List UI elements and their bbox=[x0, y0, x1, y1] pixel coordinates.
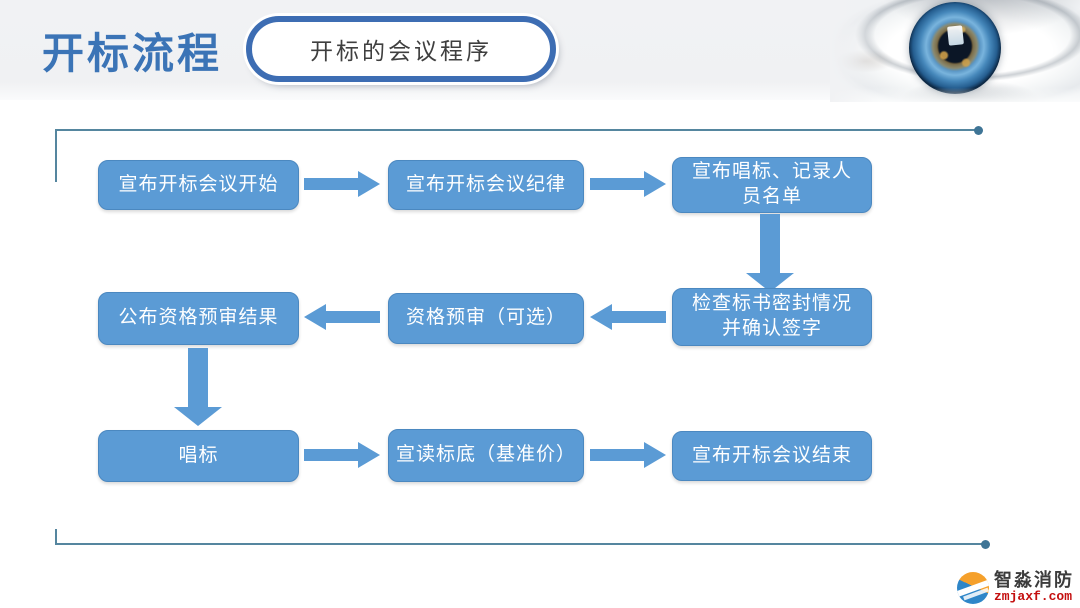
arrow-stem bbox=[326, 311, 380, 323]
arrow-head bbox=[590, 304, 612, 330]
flow-node-bid-reading: 唱标 bbox=[98, 430, 299, 482]
flow-node-label: 唱标 bbox=[178, 444, 219, 466]
arrow-head bbox=[644, 442, 666, 468]
arrow-head bbox=[358, 171, 380, 197]
frame-top-end-dot bbox=[974, 126, 983, 135]
flow-node-announce-meeting-rules: 宣布开标会议纪律 bbox=[388, 160, 584, 210]
arrow-stem bbox=[760, 214, 780, 273]
arrow-down-icon bbox=[746, 214, 794, 292]
flow-node-label: 宣布开标会议纪律 bbox=[405, 173, 566, 195]
frame-top-line bbox=[56, 129, 978, 131]
arrow-stem bbox=[590, 178, 644, 190]
flow-node-publish-prequalification-result: 公布资格预审结果 bbox=[98, 292, 299, 345]
logo-text: 智淼消防 zmjaxf.com bbox=[994, 571, 1074, 604]
page-title: 开标流程 bbox=[42, 30, 223, 77]
zhimiao-logo-icon bbox=[957, 571, 989, 604]
flow-node-label: 公布资格预审结果 bbox=[118, 307, 279, 329]
flow-node-read-base-price: 宣读标底（基准价） bbox=[388, 429, 584, 482]
frame-top-left-tick bbox=[55, 129, 57, 182]
arrow-left-icon bbox=[590, 304, 666, 330]
arrow-head bbox=[746, 273, 794, 292]
frame-bottom-left-tick bbox=[55, 529, 57, 544]
flow-node-label: 宣布开标会议结束 bbox=[691, 444, 852, 466]
brand-logo: 智淼消防 zmjaxf.com bbox=[957, 571, 1074, 604]
flow-node-label: 宣布开标会议开始 bbox=[118, 173, 279, 195]
flow-node-label: 资格预审（可选） bbox=[405, 307, 566, 329]
frame-bottom-line bbox=[55, 543, 986, 545]
arrow-stem bbox=[304, 178, 358, 190]
eye-photo bbox=[830, 0, 1080, 102]
arrow-stem bbox=[304, 449, 358, 461]
subtitle-label: 开标的会议程序 bbox=[310, 39, 492, 64]
brand-website: zmjaxf.com bbox=[994, 589, 1073, 605]
arrow-stem bbox=[612, 311, 666, 323]
header-band: 开标流程 开标的会议程序 bbox=[0, 0, 1080, 102]
flow-node-announce-meeting-start: 宣布开标会议开始 bbox=[98, 160, 299, 210]
eye-photo-fade bbox=[830, 0, 1080, 102]
arrow-head bbox=[174, 407, 222, 426]
arrow-stem bbox=[188, 348, 208, 407]
arrow-head bbox=[304, 304, 326, 330]
flow-node-prequalification-optional: 资格预审（可选） bbox=[388, 293, 584, 344]
arrow-left-icon bbox=[304, 304, 380, 330]
arrow-right-icon bbox=[304, 442, 380, 468]
flow-node-label: 检查标书密封情况 并确认签字 bbox=[691, 293, 852, 339]
arrow-right-icon bbox=[590, 442, 666, 468]
flow-node-announce-recorders: 宣布唱标、记录人 员名单 bbox=[672, 157, 872, 213]
flow-node-label: 宣布唱标、记录人 员名单 bbox=[691, 161, 852, 207]
arrow-right-icon bbox=[304, 171, 380, 197]
frame-bottom-end-dot bbox=[981, 540, 990, 549]
arrow-head bbox=[644, 171, 666, 197]
flow-node-label: 宣读标底（基准价） bbox=[395, 444, 576, 466]
brand-name: 智淼消防 bbox=[994, 570, 1074, 591]
arrow-right-icon bbox=[590, 171, 666, 197]
arrow-stem bbox=[590, 449, 644, 461]
arrow-down-icon bbox=[174, 348, 222, 426]
subtitle-capsule: 开标的会议程序 bbox=[246, 16, 556, 82]
arrow-head bbox=[358, 442, 380, 468]
flow-node-announce-meeting-end: 宣布开标会议结束 bbox=[672, 431, 872, 481]
flow-node-check-seal-and-sign: 检查标书密封情况 并确认签字 bbox=[672, 288, 872, 346]
